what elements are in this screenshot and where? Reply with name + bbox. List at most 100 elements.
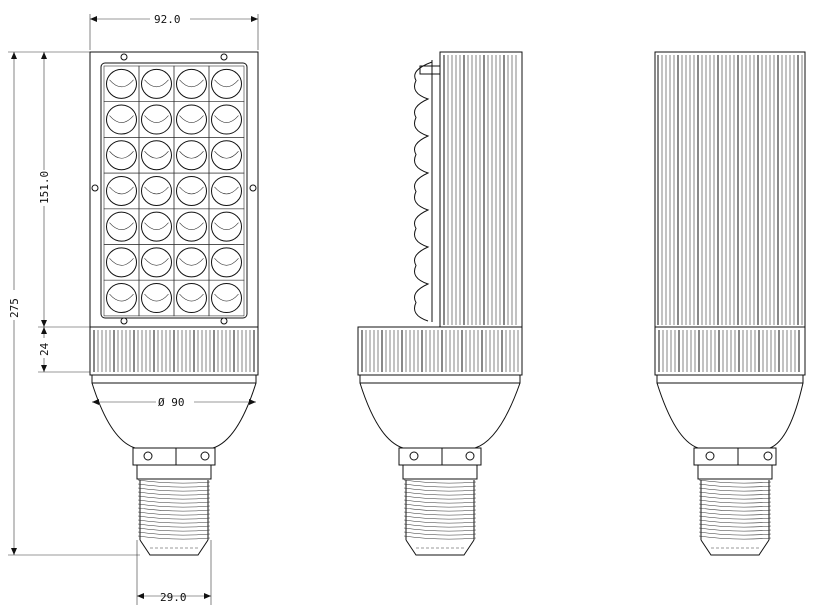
side-base-neck <box>398 447 482 466</box>
thread-line <box>403 527 477 532</box>
led-lens <box>211 140 242 171</box>
thread-line <box>698 503 772 508</box>
base-tip <box>139 539 209 556</box>
thread-line <box>403 491 477 496</box>
led-lens-grid <box>103 65 245 317</box>
led-lens-arc <box>179 115 204 123</box>
thread-line <box>137 531 211 536</box>
back-bulb-dome <box>656 382 804 449</box>
led-lens-arc <box>144 79 169 88</box>
led-lens <box>141 140 172 171</box>
thread-line <box>698 507 772 512</box>
thread-line <box>403 523 477 528</box>
led-lens <box>211 247 242 278</box>
back-collar <box>654 326 806 376</box>
led-lens <box>141 247 172 278</box>
led-lens <box>176 68 207 99</box>
thread-line <box>698 523 772 528</box>
led-cell <box>138 279 175 317</box>
led-lens-arc <box>179 79 204 88</box>
led-cell <box>208 208 245 245</box>
led-lens-arc <box>109 293 134 302</box>
led-lens <box>176 283 207 314</box>
base-cap <box>136 464 212 480</box>
led-lens-arc <box>109 222 134 230</box>
led-lens <box>211 211 242 242</box>
led-cell <box>103 65 140 103</box>
thread-line <box>137 503 211 508</box>
led-lens <box>106 211 137 242</box>
led-cell <box>173 101 210 138</box>
led-lens-arc <box>144 115 169 123</box>
side-bulb-dome <box>359 382 521 449</box>
thread-line <box>137 523 211 528</box>
dim-collar-height: 24 <box>38 342 51 356</box>
led-cell <box>138 208 175 245</box>
led-cell <box>103 279 140 317</box>
side-heatsink-fins <box>443 55 517 325</box>
led-cell <box>173 172 210 210</box>
led-lens-arc <box>109 258 134 266</box>
led-lens-arc <box>144 293 169 302</box>
thread-line <box>137 535 211 540</box>
thread-line <box>137 519 211 524</box>
led-lens <box>211 68 242 99</box>
thread-line <box>137 527 211 532</box>
led-cell <box>208 244 245 281</box>
lens-profile <box>414 61 433 322</box>
led-lens <box>176 211 207 242</box>
thread-line <box>137 483 211 488</box>
led-lens-arc <box>179 222 204 230</box>
back-view <box>654 51 806 556</box>
thread-line <box>403 511 477 516</box>
led-lens <box>106 283 137 314</box>
led-lens-arc <box>109 151 134 159</box>
led-cell <box>103 101 140 138</box>
led-lens <box>211 104 242 135</box>
thread-line <box>403 519 477 524</box>
thread-line <box>698 515 772 520</box>
plate-screws <box>91 53 257 325</box>
neck-screw-right <box>200 451 210 461</box>
base-neck <box>132 447 216 466</box>
thread-line <box>698 483 772 488</box>
thread-line <box>137 487 211 492</box>
led-lens-arc <box>179 293 204 302</box>
led-cell <box>138 244 175 281</box>
led-cell <box>173 65 210 103</box>
thread-line <box>698 491 772 496</box>
led-lens-arc <box>109 79 134 88</box>
dim-width-top: 92.0 <box>154 13 181 26</box>
led-lens <box>141 104 172 135</box>
led-cell <box>103 244 140 281</box>
side-collar <box>357 326 523 376</box>
led-cell <box>208 279 245 317</box>
back-screw-thread <box>698 479 772 540</box>
thread-line <box>698 511 772 516</box>
thread-line <box>698 479 772 484</box>
led-lens <box>141 283 172 314</box>
led-lens-arc <box>144 258 169 266</box>
thread-line <box>137 515 211 520</box>
led-lens-arc <box>214 258 239 266</box>
thread-line <box>698 527 772 532</box>
led-lens-arc <box>144 222 169 230</box>
neck-screw-left <box>143 451 153 461</box>
led-cell <box>173 137 210 174</box>
led-cell <box>103 172 140 210</box>
led-lens <box>106 68 137 99</box>
dim-base-width: 29.0 <box>160 591 187 604</box>
thread-line <box>403 495 477 500</box>
led-lens <box>176 247 207 278</box>
led-lens-arc <box>109 186 134 195</box>
thread-line <box>403 515 477 520</box>
led-cell <box>208 101 245 138</box>
thread-line <box>698 499 772 504</box>
led-cell <box>138 101 175 138</box>
thread-line <box>698 487 772 492</box>
thread-line <box>698 531 772 536</box>
led-cell <box>138 172 175 210</box>
dim-bulb-diameter: Ø 90 <box>158 396 185 409</box>
thread-line <box>137 499 211 504</box>
dimension-lines: 92.0 275 151.0 24 Ø 90 29 <box>7 12 259 605</box>
